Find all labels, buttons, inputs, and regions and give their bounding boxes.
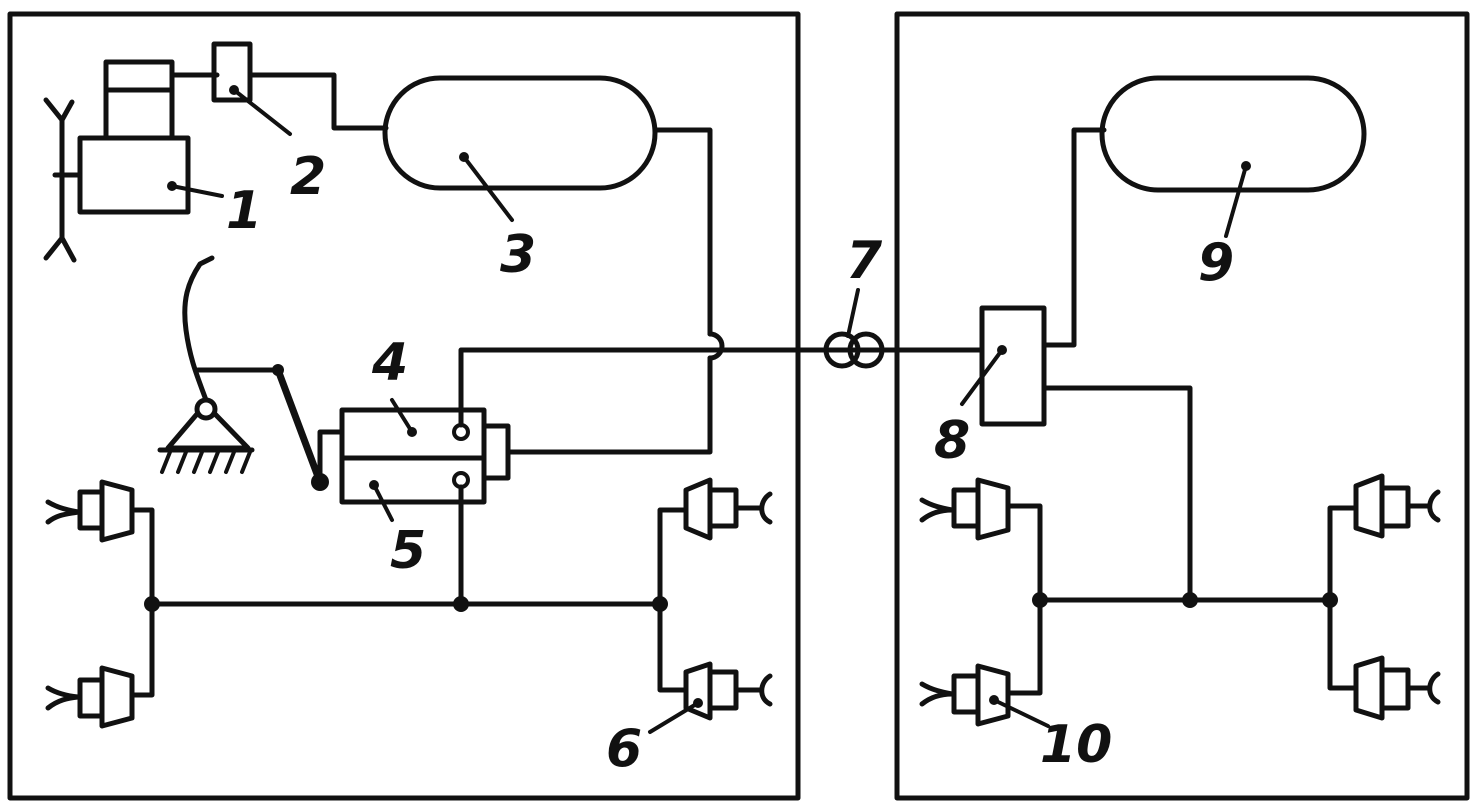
label-5: 5 (390, 521, 426, 581)
tractor-air-tank (382, 75, 725, 455)
label-1: 1 (226, 181, 262, 241)
label-8: 8 (934, 411, 970, 471)
label-9: 9 (1198, 233, 1234, 293)
trailer-frame (894, 11, 1470, 801)
trailer-brake-lines (1005, 503, 1359, 696)
label-2: 2 (290, 147, 326, 207)
brake-chamber-tractor-rear-left (45, 665, 135, 729)
trailer-air-distributor (979, 127, 1193, 603)
pressure-regulator (211, 41, 389, 131)
brake-valve (339, 347, 725, 607)
leader-lines (167, 85, 1251, 734)
compressor (43, 59, 220, 263)
brake-chamber-tractor-front-right (683, 477, 773, 541)
trailer-air-tank (1099, 75, 1367, 193)
label-4: 4 (371, 333, 408, 393)
label-10: 10 (1040, 715, 1112, 775)
coupling-head (719, 331, 985, 369)
label-3: 3 (500, 225, 536, 285)
label-6: 6 (606, 719, 642, 779)
brake-chamber-tractor-front-left (45, 479, 135, 543)
brake-chamber-tractor-rear-right (683, 661, 773, 721)
brake-chamber-trailer-front-left (919, 477, 1011, 541)
brake-chamber-trailer-front-right (1353, 473, 1441, 539)
tractor-frame (7, 11, 801, 801)
label-7: 7 (846, 231, 883, 291)
brake-chamber-trailer-rear-left (919, 663, 1011, 727)
tractor-brake-lines (129, 507, 689, 698)
brake-pedal (157, 255, 345, 491)
brake-chamber-trailer-rear-right (1353, 655, 1441, 721)
